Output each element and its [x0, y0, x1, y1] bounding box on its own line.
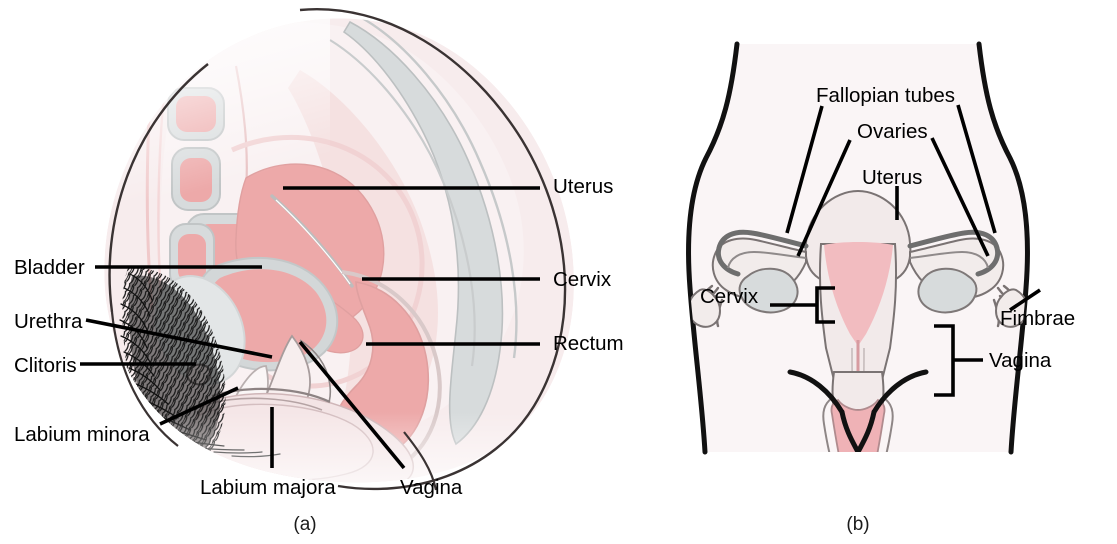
label-cervix-b: Cervix [700, 285, 759, 308]
endometrial-cavity-b [824, 242, 893, 346]
label-clitoris-a: Clitoris [14, 354, 77, 377]
fallopian-tube-right-b [907, 229, 1001, 277]
leader-fallopian-left-b [785, 105, 824, 234]
introitus-arc-b [839, 409, 877, 452]
panel-a-labels: Uterus Cervix Rectum Bladder Urethra Cli… [14, 175, 624, 499]
panel-b-labels: Fallopian tubes Ovaries Uterus Cervix Fi… [700, 84, 1075, 372]
body-outline-a-right [299, 8, 567, 491]
label-uterus-b: Uterus [862, 166, 922, 189]
label-fimbrae-b: Fimbrae [1000, 307, 1075, 330]
panel-a-leader-lines [80, 186, 540, 470]
labia-curve-left-b [787, 369, 845, 415]
panel-a-illustration [104, 8, 574, 491]
torso-outline-left-b [686, 41, 740, 455]
leader-fallopian-right-b [956, 104, 997, 234]
vaginal-opening-b [841, 490, 875, 498]
leader-labium-minora-a [159, 386, 239, 426]
leader-vagina-a [298, 340, 406, 470]
tube-underline-right-b [909, 250, 989, 269]
leader-fimbrae-b [1009, 288, 1041, 312]
label-ovaries-b: Ovaries [857, 120, 928, 143]
vagina-canal-b [830, 398, 886, 452]
leader-ovary-right-b [930, 137, 990, 257]
body-outline-a-left [108, 63, 209, 313]
sacrum-edge-line [361, 18, 518, 359]
label-rectum-a: Rectum [553, 332, 624, 355]
label-fallopian-tubes-b: Fallopian tubes [816, 84, 955, 107]
uterine-cavity-highlight [275, 199, 351, 285]
labia-curve-right-b [871, 369, 929, 415]
top-fade-a [104, 18, 330, 200]
label-labium-majora-a: Labium majora [200, 476, 336, 499]
panel-b-leader-lines [770, 104, 1041, 397]
label-labium-minora-a: Labium minora [14, 423, 150, 446]
leader-urethra-a [85, 318, 273, 359]
thigh-line-a [403, 431, 438, 491]
panel-captions: (a) (b) [293, 514, 869, 535]
label-cervix-a: Cervix [553, 268, 612, 291]
ovary-left-b [738, 267, 799, 314]
leader-ovary-left-b [796, 139, 852, 257]
vaginal-wall-b [822, 397, 894, 452]
fallopian-tube-left-b [715, 229, 809, 277]
label-urethra-a: Urethra [14, 310, 83, 333]
caption-panel-b: (b) [846, 514, 869, 535]
caption-panel-a: (a) [293, 514, 316, 535]
panel-b-illustration [686, 41, 1030, 498]
ovary-right-b [917, 267, 978, 314]
body-outline-a-lower [110, 311, 179, 447]
sacral-canal-line [329, 39, 476, 367]
bottom-fade-a [104, 400, 574, 483]
tube-underline-left-b [727, 250, 807, 269]
label-bladder-a: Bladder [14, 256, 85, 279]
torso-outline-right-b [976, 41, 1030, 455]
label-vagina-a: Vagina [400, 476, 463, 499]
label-uterus-a: Uterus [553, 175, 613, 198]
label-vagina-b: Vagina [989, 349, 1052, 372]
